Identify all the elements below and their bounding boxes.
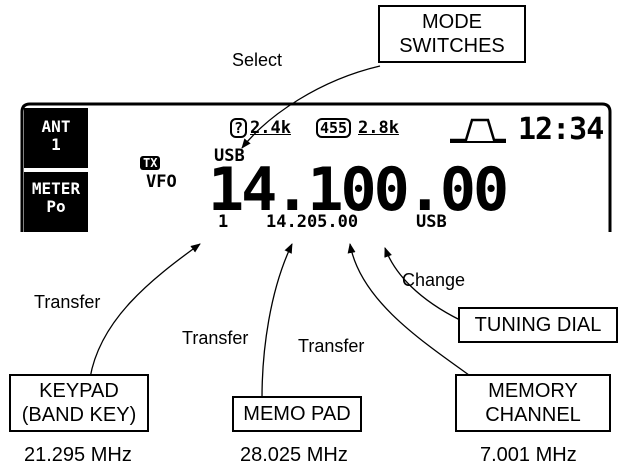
meter-value: Po xyxy=(46,197,66,216)
memo-pad-label: MEMO PAD xyxy=(243,403,351,425)
clock: 12:34 xyxy=(518,112,604,147)
memory-channel-callout: MEMORY CHANNEL xyxy=(455,374,611,432)
mode-switches-line1: MODE xyxy=(422,11,482,33)
passband-icon xyxy=(450,118,506,143)
meter-softkey: METER Po xyxy=(24,172,88,232)
filter2-box: 455 xyxy=(316,118,352,138)
memo-transfer-arrow xyxy=(261,243,293,399)
keypad-line2: (BAND KEY) xyxy=(21,404,137,426)
memory-channel-line2: CHANNEL xyxy=(485,404,581,426)
memory-channel-line1: MEMORY xyxy=(488,380,578,402)
mode-readout: USB xyxy=(214,146,245,166)
filter1-icon: ? xyxy=(230,118,248,138)
main-frequency: 14.100.00 xyxy=(208,155,509,225)
keypad-transfer-label: Transfer xyxy=(34,292,101,312)
mode-switches-line2: SWITCHES xyxy=(399,35,505,57)
memo-transfer-label: Transfer xyxy=(182,328,249,348)
memo-channel-number: 1 xyxy=(218,212,229,232)
meter-label: METER xyxy=(31,179,81,198)
filter2-value: 2.8k xyxy=(358,118,399,138)
ant-softkey: ANT 1 xyxy=(24,108,88,168)
ant-label: ANT xyxy=(41,117,71,136)
change-arrow xyxy=(384,247,461,321)
memory-transfer-label: Transfer xyxy=(298,336,365,356)
memory-transfer-arrow xyxy=(347,243,477,381)
select-arrow xyxy=(241,65,381,149)
lcd-frame xyxy=(20,102,612,232)
memo-frequency: 14.205.00 xyxy=(266,212,359,232)
tuning-dial-label: TUNING DIAL xyxy=(474,314,602,336)
memo-pad-frequency: 28.025 MHz xyxy=(240,444,348,466)
select-label: Select xyxy=(232,50,283,70)
keypad-transfer-arrow xyxy=(89,243,201,379)
change-label: Change xyxy=(402,270,466,290)
keypad-frequency: 21.295 MHz xyxy=(24,444,132,466)
memo-mode: USB xyxy=(416,212,447,232)
mode-switches-callout: MODE SWITCHES xyxy=(378,5,526,63)
memo-pad-callout: MEMO PAD xyxy=(232,396,362,432)
vfo-label: VFO xyxy=(146,172,177,192)
tuning-dial-callout: TUNING DIAL xyxy=(458,307,618,343)
memory-channel-frequency: 7.001 MHz xyxy=(480,444,577,466)
tx-badge: TX xyxy=(140,156,161,170)
filter1-value: 2.4k xyxy=(250,118,291,138)
ant-value: 1 xyxy=(51,135,61,154)
keypad-line1: KEYPAD xyxy=(39,380,119,402)
keypad-callout: KEYPAD (BAND KEY) xyxy=(9,374,149,432)
